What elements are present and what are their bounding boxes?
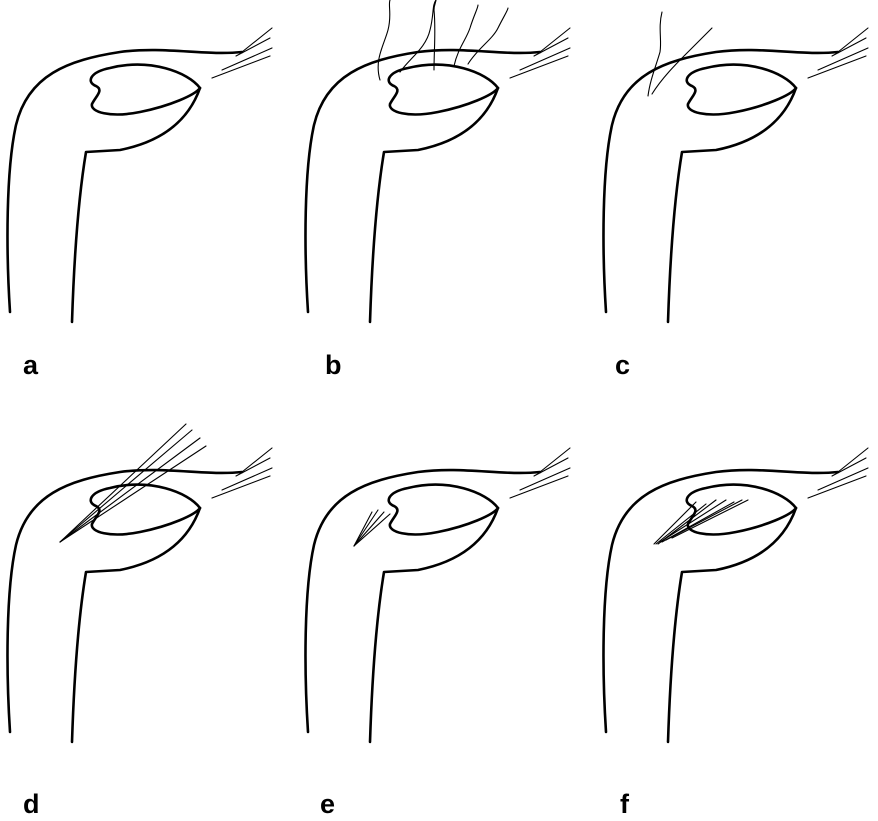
panel-label-d: d bbox=[23, 791, 40, 818]
structure-outline bbox=[306, 448, 570, 742]
panel-e bbox=[306, 448, 570, 742]
panel-label-e: e bbox=[320, 791, 335, 818]
structure-outline bbox=[8, 448, 272, 742]
panel-f bbox=[604, 448, 868, 742]
structure-outline bbox=[8, 28, 272, 322]
panel-label-b: b bbox=[325, 352, 342, 379]
panel-label-c: c bbox=[615, 352, 630, 379]
short-setae bbox=[654, 500, 748, 544]
short-setae bbox=[354, 510, 390, 546]
structure-outline bbox=[604, 28, 868, 322]
structure-outline bbox=[306, 28, 570, 322]
panel-label-a: a bbox=[23, 352, 38, 379]
panel-c bbox=[604, 12, 868, 322]
wavy-setae bbox=[378, 0, 508, 80]
panel-d bbox=[8, 424, 272, 742]
straight-setae bbox=[60, 424, 206, 542]
panel-b bbox=[306, 0, 570, 322]
panel-label-f: f bbox=[620, 791, 629, 818]
structure-outline bbox=[604, 448, 868, 742]
panel-a bbox=[8, 28, 272, 322]
